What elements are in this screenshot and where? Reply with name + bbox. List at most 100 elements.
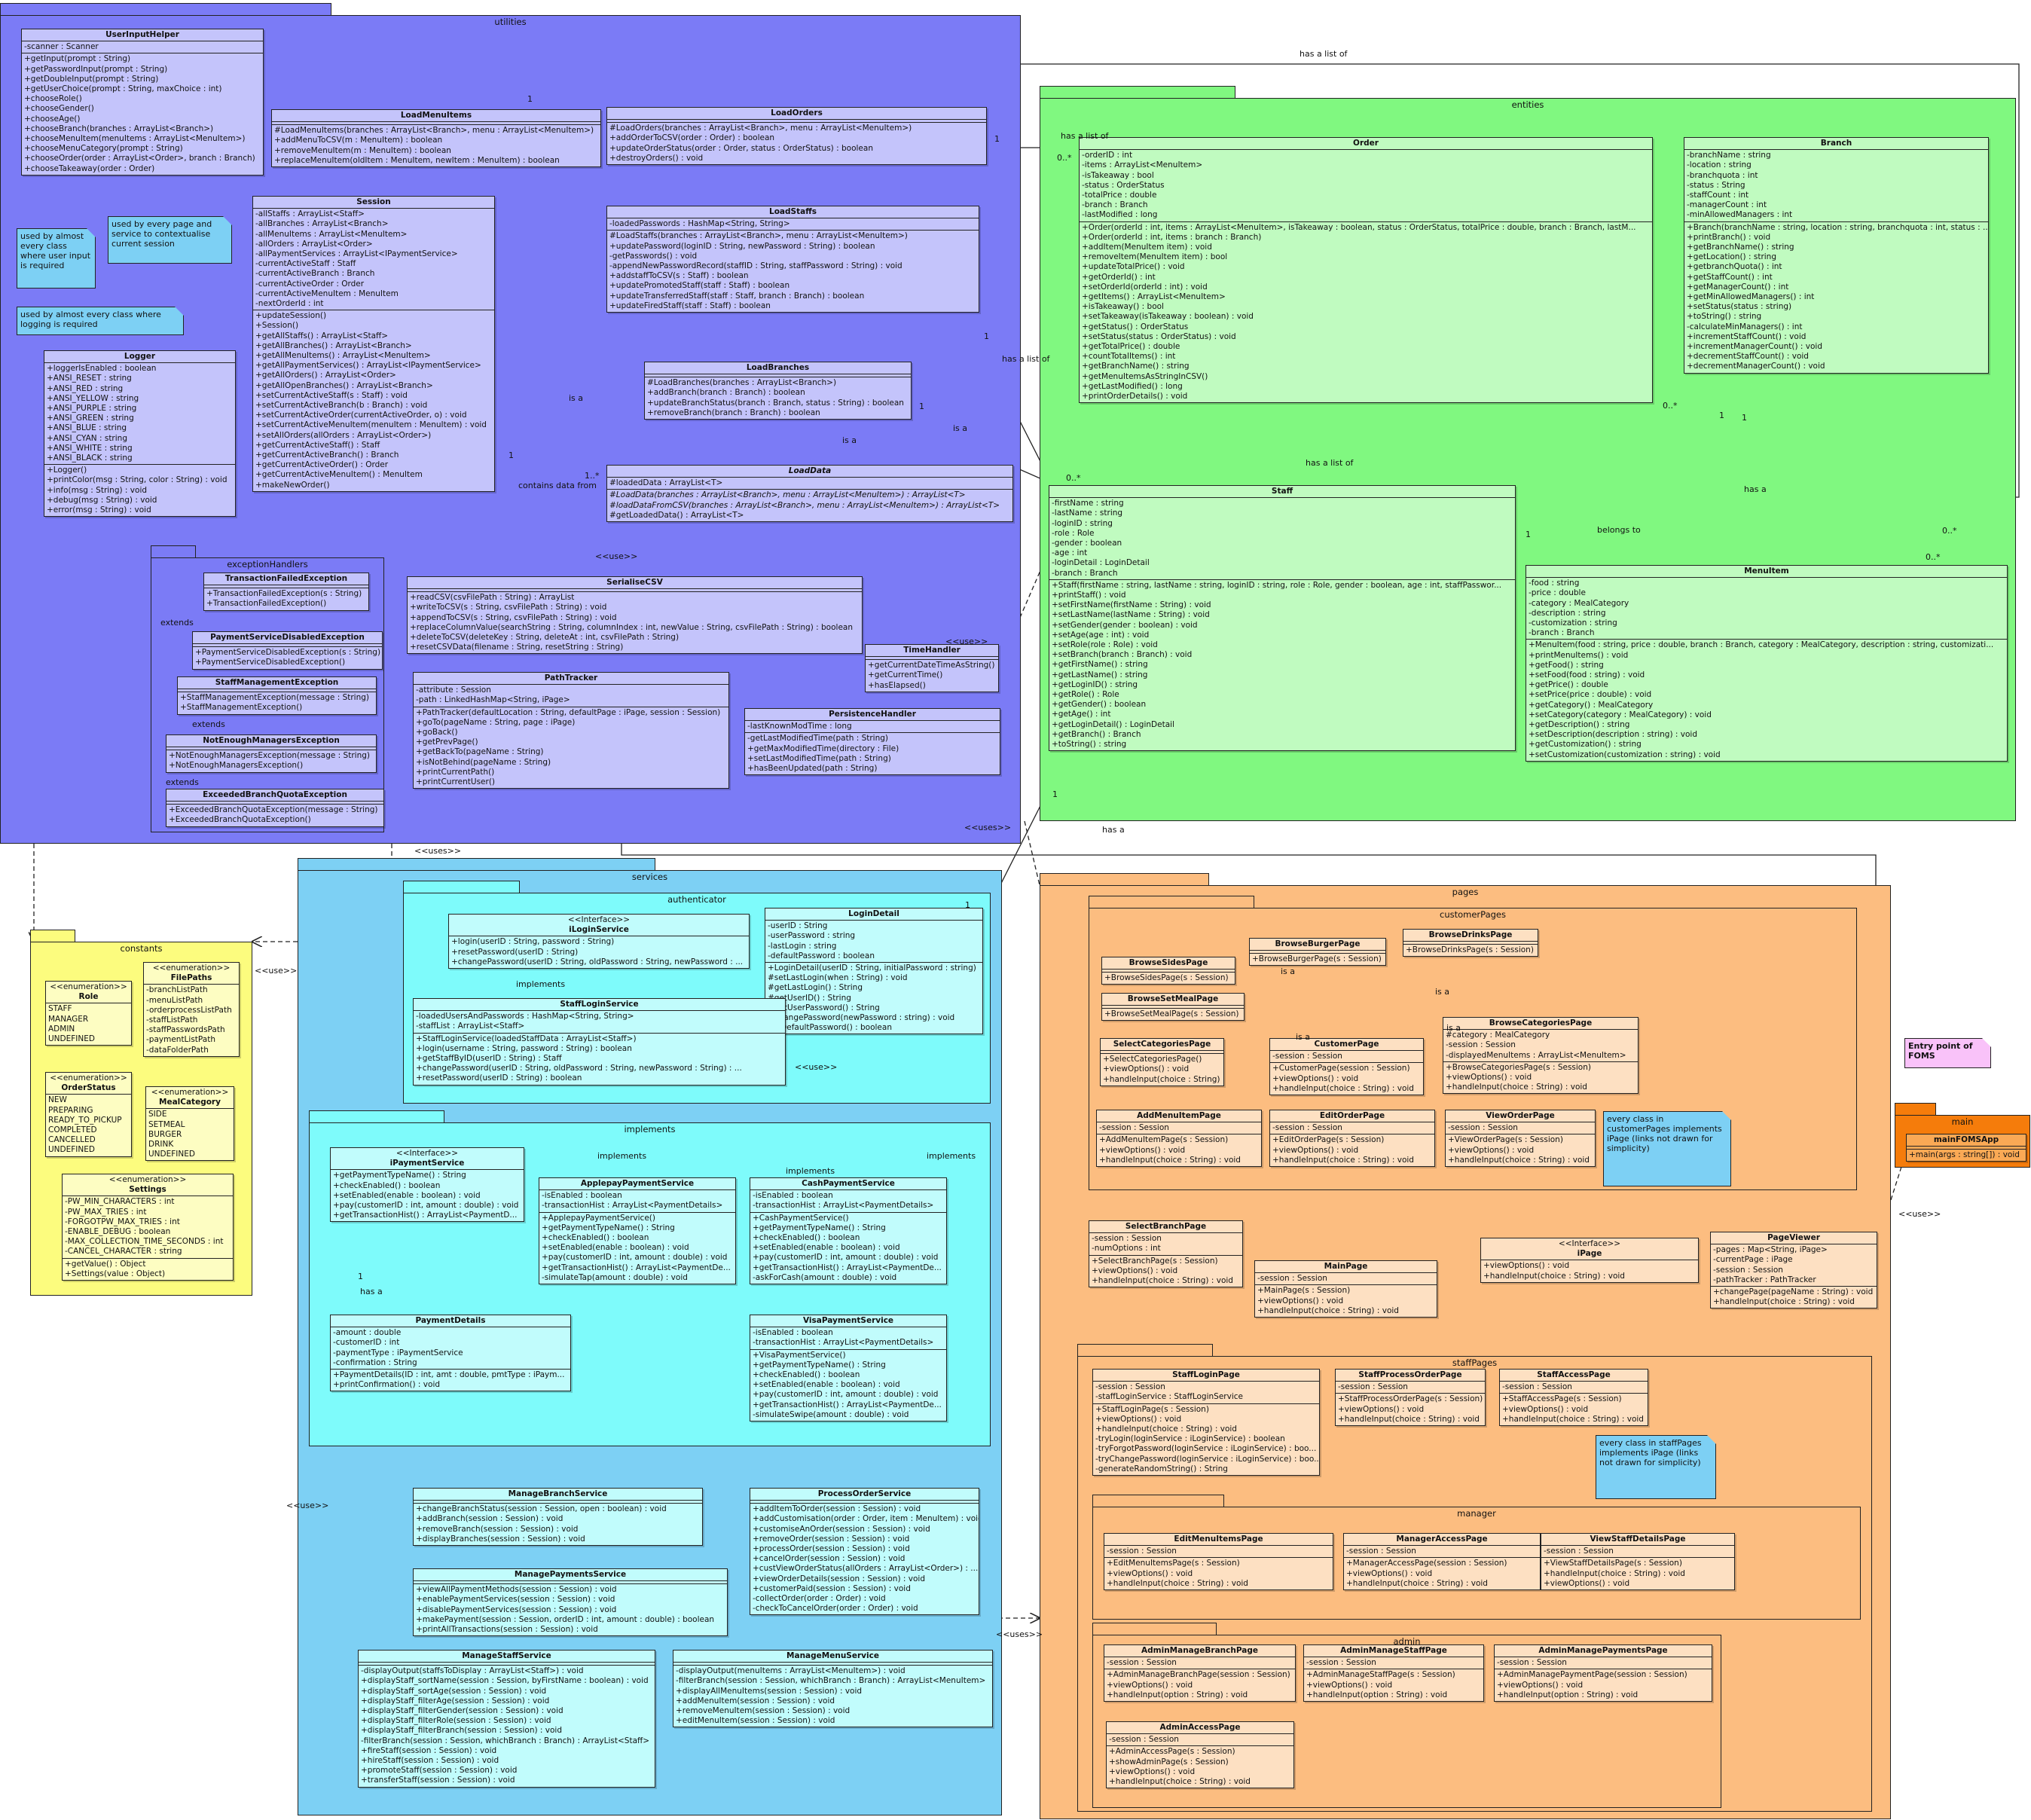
operation: +getCategory() : MealCategory (1529, 700, 1654, 710)
class-attributes: -isEnabled : boolean-transactionHist : A… (539, 1190, 735, 1213)
operation: +updateTransferredStaff(staff : Staff, b… (609, 291, 865, 301)
operation: -displayOutput(menuItems : ArrayList<Men… (676, 1666, 906, 1676)
class-name: LoadData (788, 466, 832, 475)
operation: +AdminManageStaffPage(s : Session) (1306, 1670, 1455, 1680)
operation: #getLoadedData() : ArrayList<T> (609, 510, 744, 520)
class-attributes: -session : Session (1270, 1051, 1423, 1064)
class-header: TimeHandler (866, 645, 998, 658)
operation: +resetPassword(userID : String) (451, 947, 579, 957)
operation: +ManagerAccessPage(session : Session) (1346, 1559, 1507, 1568)
class-operations: +getPaymentTypeName() : String+checkEnab… (331, 1170, 524, 1221)
class-attributes-empty (193, 644, 382, 648)
operation: +getPaymentTypeName() : String (333, 1171, 466, 1180)
note-customer-pages-note: every class in customerPages implements … (1603, 1111, 1731, 1186)
operation: +removeMenuItem(m : MenuItem) : boolean (274, 145, 451, 155)
class-attributes: -amount : double-customerID : int-paymen… (331, 1327, 570, 1370)
operation: +setRole(role : Role) : void (1052, 640, 1158, 650)
operation: +chooseGender() (24, 104, 94, 114)
operation: +BrowseCategoriesPage(s : Session) (1446, 1062, 1591, 1072)
operation: -generateRandomString() : String (1095, 1464, 1228, 1473)
class-order: Order-orderID : int-items : ArrayList<Me… (1079, 137, 1653, 404)
class-staff-login-page: StaffLoginPage-session : Session-staffLo… (1092, 1369, 1320, 1476)
class-attributes-empty (607, 120, 986, 124)
attribute: -allBranches : ArrayList<Branch> (255, 219, 389, 229)
attribute: -session : Session (1095, 1382, 1165, 1392)
class-applepay-payment-service: ApplepayPaymentService-isEnabled : boole… (539, 1177, 736, 1285)
operation: +displayStaff_filterRole(session : Sessi… (361, 1716, 551, 1726)
attribute: -allOrders : ArrayList<Order> (255, 239, 373, 249)
attribute: +ANSI_YELLOW : string (47, 393, 139, 403)
operation: +deleteToCSV(deleteKey : String, deleteA… (410, 633, 680, 643)
operation: +addItemToOrder(session : Session) : voi… (753, 1504, 921, 1514)
class-attributes: -session : Session (1255, 1273, 1437, 1286)
operation: #loadDataFromCSV(branches : ArrayList<Br… (609, 500, 1000, 510)
operation: +VisaPaymentService() (753, 1350, 846, 1360)
class-name: LoadStaffs (769, 207, 817, 216)
class-serialise-csv: SerialiseCSV+readCSV(csvFilePath : Strin… (407, 576, 863, 655)
class-stereotype: <<enumeration>> (50, 1073, 127, 1083)
class-name: iPaymentService (389, 1159, 465, 1168)
label-extends-2: extends (192, 719, 225, 729)
operation: +PaymentDetails(ID : int, amt : double, … (333, 1370, 565, 1380)
operation: +setTakeaway(isTakeaway : boolean) : voi… (1082, 312, 1254, 322)
label-use-serialise: <<use>> (595, 551, 638, 561)
class-attributes-empty (1403, 942, 1538, 945)
class-name: Order (1353, 139, 1379, 148)
label-m-1n: 1..* (585, 471, 600, 481)
class-name: Branch (1820, 139, 1852, 148)
operation: +handleInput(choice : String) : void (1544, 1568, 1685, 1578)
attribute: -role : Role (1052, 528, 1095, 538)
operation: +getLoginID() : string (1052, 679, 1138, 689)
attribute: -session : Session (1306, 1658, 1376, 1668)
operation: +setEnabled(enable : boolean) : void (753, 1243, 900, 1253)
class-name: StaffAccessPage (1537, 1370, 1611, 1379)
class-header: AdminManageBranchPage (1104, 1645, 1295, 1658)
operation: +setEnabled(enable : boolean) : void (753, 1380, 900, 1390)
operation: +setOrderId(orderId : int) : void (1082, 282, 1208, 292)
class-name: Session (356, 197, 391, 206)
attribute: -loginDetail : LoginDetail (1052, 558, 1150, 568)
attribute: +ANSI_BLUE : string (47, 423, 127, 433)
operation: +updateFiredStaff(staff : Staff) : boole… (609, 301, 771, 310)
operation: +displayStaff_filterBranch(session : Ses… (361, 1726, 563, 1736)
attribute: +ANSI_WHITE : string (47, 443, 133, 453)
operation: +incrementStaffCount() : void (1687, 331, 1807, 341)
operation: +handleInput(choice : String) : void (1448, 1155, 1590, 1165)
operation: +handleInput(choice : String) : void (1338, 1414, 1480, 1424)
class-attributes-empty (1907, 1147, 2026, 1150)
label-m-1h: 1 (1052, 789, 1058, 799)
operation: +viewOptions() : void (1109, 1767, 1196, 1776)
label-m-1f: 1 (1719, 411, 1724, 420)
class-header: MenuItem (1526, 566, 2007, 579)
operation: +Order(orderId : int, items : branch : B… (1082, 232, 1262, 242)
class-name: PaymentServiceDisabledException (210, 633, 365, 642)
operation: +getAllOpenBranches() : ArrayList<Branch… (255, 380, 433, 390)
class-operations: +StaffProcessOrderPage(s : Session)+view… (1336, 1394, 1485, 1425)
attribute: -session : Session (1446, 1040, 1516, 1050)
attribute: -session : Session (1107, 1547, 1177, 1556)
class-name: ManageStaffService (462, 1651, 551, 1660)
operation: +getPrice() : double (1529, 680, 1608, 690)
label-implements-visa: implements (927, 1151, 976, 1161)
class-file-paths: <<enumeration>>FilePaths-branchListPath-… (143, 962, 240, 1057)
operation: +viewOptions() : void (1272, 1145, 1359, 1155)
class-attributes: -session : Session (1541, 1546, 1734, 1559)
class-header: ViewStaffDetailsPage (1541, 1534, 1734, 1547)
package-tab-customer-pages (1089, 896, 1254, 908)
class-header: CashPaymentService (750, 1178, 946, 1191)
attribute: STAFF (48, 1004, 72, 1014)
class-attributes: -session : Session-staffLoginService : S… (1093, 1382, 1319, 1404)
class-operations: +BrowseSetMealPage(s : Session) (1102, 1009, 1244, 1020)
operation: +EditMenuItemsPage(s : Session) (1107, 1559, 1240, 1568)
operation: +viewOptions() : void (1338, 1404, 1425, 1414)
class-attributes: #category : MealCategory-session : Sessi… (1443, 1030, 1638, 1062)
operation: +getAge() : int (1052, 710, 1111, 719)
class-attributes-empty (673, 1663, 992, 1666)
class-name: LoadMenuItems (400, 111, 472, 120)
class-payment-service-disabled-exception: PaymentServiceDisabledException+PaymentS… (192, 631, 383, 670)
class-name: BrowseSidesPage (1129, 958, 1208, 967)
operation: +BrowseBurgerPage(s : Session) (1252, 954, 1382, 964)
attribute: -location : string (1687, 160, 1752, 170)
class-name: AdminManageStaffPage (1340, 1646, 1447, 1655)
operation: +updatePromotedStaff(staff : Staff) : bo… (609, 281, 790, 291)
